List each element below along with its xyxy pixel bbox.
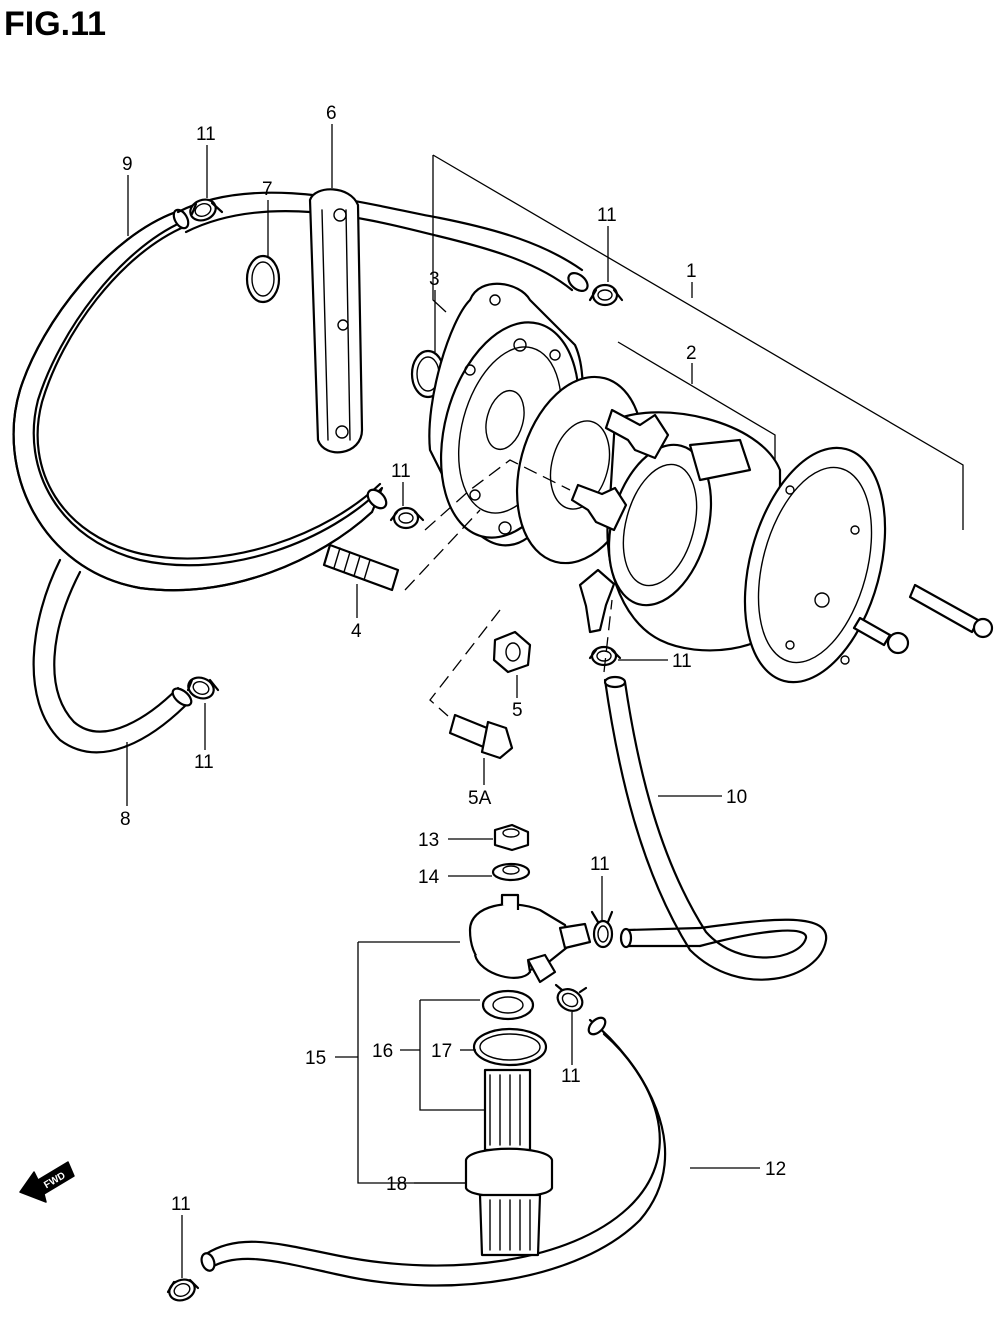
clamp-11-cock [590, 910, 614, 949]
callout-15: 15 [305, 1048, 326, 1069]
callout-13: 13 [418, 830, 439, 851]
filter-element [483, 1068, 532, 1152]
assembly-line-4 [404, 509, 481, 591]
callout-6: 6 [326, 103, 337, 124]
callout-16: 16 [372, 1041, 393, 1062]
callout-9: 9 [122, 154, 133, 175]
bolt-5a [448, 713, 514, 760]
group-line-15 [357, 941, 466, 1184]
pump-cover [743, 446, 887, 684]
callout-11-left: 11 [194, 752, 214, 773]
clamp-11-bottom [166, 1278, 200, 1302]
hose-upper [176, 191, 589, 292]
callout-14: 14 [418, 867, 440, 888]
callout-2: 2 [686, 343, 697, 364]
callout-4: 4 [351, 621, 362, 642]
callout-11-top-right: 11 [597, 205, 617, 226]
hose-9 [12, 208, 388, 592]
callout-8: 8 [120, 809, 131, 830]
hose-8 [32, 558, 193, 754]
assembly-line-clamp [424, 459, 571, 531]
nut-13 [493, 823, 530, 852]
clamp-11-left [186, 676, 220, 700]
filter-cup-18 [464, 1147, 554, 1257]
clamp-11-top-right [588, 283, 624, 307]
clamp-11-pump-bottom [588, 645, 622, 667]
clamp-11-lower [554, 983, 588, 1012]
o-ring-17 [472, 1027, 548, 1067]
callout-11-cock: 11 [590, 854, 610, 875]
stud-4 [322, 543, 400, 592]
pump-fitting-bottom [578, 568, 616, 634]
forward-arrow-icon: FWD [19, 1161, 75, 1203]
fuel-cock-body [468, 893, 592, 984]
clamp-11-mid [389, 506, 425, 530]
callout-12: 12 [765, 1159, 786, 1180]
o-ring-7 [245, 254, 281, 304]
callout-11-pump-bottom: 11 [672, 651, 692, 672]
callout-7: 7 [262, 179, 273, 200]
callout-11-lower: 11 [561, 1066, 581, 1087]
callout-5: 5 [512, 700, 523, 721]
callout-10: 10 [726, 787, 747, 808]
washer-14 [491, 862, 531, 882]
screw-short [852, 616, 910, 655]
group-line-16 [419, 999, 486, 1111]
screw-long [908, 583, 994, 639]
hose-10 [603, 675, 828, 981]
callout-1: 1 [686, 261, 697, 282]
group-line-2 [617, 341, 776, 460]
figure-title: FIG.11 [4, 5, 106, 43]
group-line-3 [432, 155, 447, 313]
bracket-6 [308, 188, 364, 454]
gasket-16 [481, 989, 535, 1021]
leader-lines [126, 124, 760, 1278]
pump-fitting-upper [604, 408, 670, 460]
assembly-line-fitting [603, 599, 613, 673]
callout-11-bottom: 11 [171, 1194, 191, 1215]
callout-11-mid: 11 [391, 461, 411, 482]
group-line-1 [432, 154, 964, 530]
pump-fitting-mid [570, 483, 628, 532]
callout-5a: 5A [468, 788, 492, 809]
nut-5 [492, 630, 532, 674]
callout-18: 18 [386, 1174, 407, 1195]
clamp-11-top-left [189, 198, 224, 222]
callout-17: 17 [431, 1041, 452, 1062]
callout-11-top-left: 11 [196, 124, 216, 145]
callout-3: 3 [429, 269, 440, 290]
assembly-line-5 [429, 609, 501, 717]
